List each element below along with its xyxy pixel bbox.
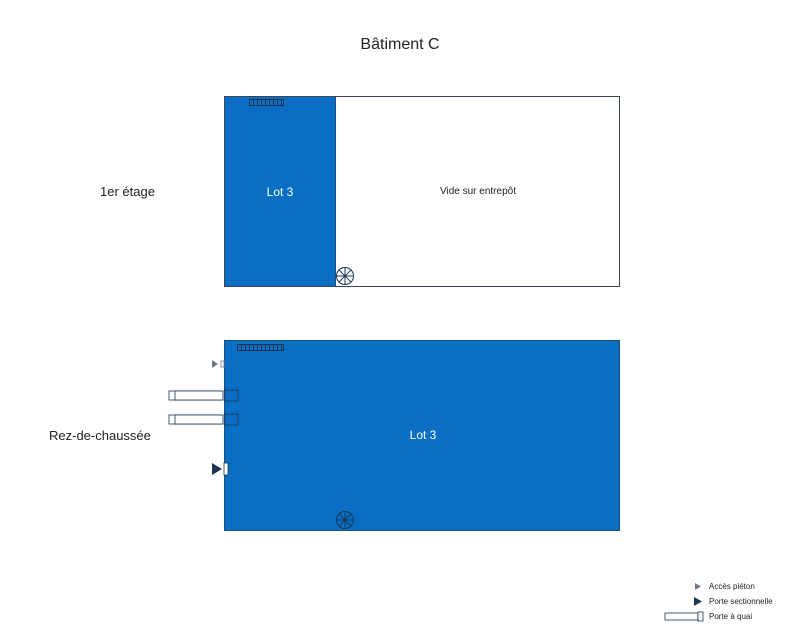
sectional-door-icon [212, 462, 229, 476]
void-label: Vide sur entrepôt [440, 186, 516, 197]
stairs-icon [237, 344, 284, 351]
legend-pedestrian-icon [695, 583, 701, 590]
legend-dock-icon [664, 611, 704, 622]
legend-sectional-icon [694, 597, 702, 606]
legend-sectional-label: Porte sectionnelle [709, 597, 773, 606]
pedestrian-access-icon [212, 360, 225, 368]
ground-lot-label: Lot 3 [409, 428, 437, 442]
dock-door-icon [168, 413, 239, 426]
ground-floor-plan: Lot 3 [224, 340, 620, 531]
ventilation-icon [336, 267, 354, 285]
legend-dock-label: Porte à quai [709, 612, 753, 621]
upper-lot-area [225, 97, 336, 286]
floor-label-ground: Rez-de-chaussée [49, 428, 151, 443]
legend-pedestrian-label: Accès piéton [709, 582, 755, 591]
dock-door-icon [168, 389, 239, 402]
floor-label-upper: 1er étage [100, 184, 155, 199]
ventilation-icon [336, 511, 354, 529]
upper-floor-plan: Lot 3 Vide sur entrepôt [224, 96, 620, 287]
stairs-icon [249, 99, 284, 106]
upper-lot-label: Lot 3 [266, 185, 294, 199]
diagram-title: Bâtiment C [360, 36, 440, 53]
